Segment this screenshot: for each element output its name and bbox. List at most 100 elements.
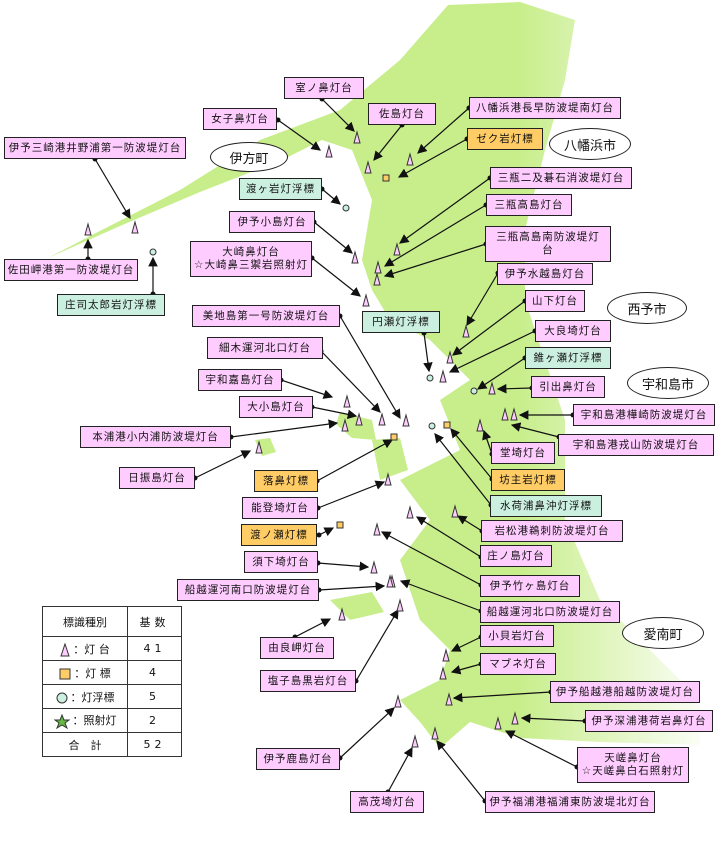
aid-markers <box>84 130 519 748</box>
town-ainan: 愛南町 <box>622 617 704 649</box>
label-text: 堂埼灯台 <box>500 446 546 459</box>
label-lighthouse: 佐田岬港第一防波堤灯台 <box>4 259 138 281</box>
label-lighthouse: 由良岬灯台 <box>260 637 334 659</box>
leader-line <box>318 581 386 592</box>
label-text: マブネ灯台 <box>489 657 547 670</box>
lighthouse-icon <box>351 250 359 264</box>
town-uwajima: 宇和島市 <box>627 367 709 399</box>
label-lighthouse: マブネ灯台 <box>480 653 556 675</box>
lighthouse-icon <box>394 694 402 708</box>
label-text: 伊予水越島灯台 <box>504 267 586 280</box>
town-ikata: 伊方町 <box>210 142 288 172</box>
lighthouse-icon <box>402 413 410 427</box>
leader-line <box>294 618 332 638</box>
label-lighthouse: 女子鼻灯台 <box>203 108 277 130</box>
lighthouse-icon <box>373 522 381 536</box>
leader-line <box>277 119 321 151</box>
leader-line <box>452 300 526 356</box>
label-text: 三瓶高島南防波堤灯 <box>496 231 600 243</box>
label-lighthouse: 伊予深浦港荷岩鼻灯台 <box>585 710 713 732</box>
label-beacon: ゼク岩灯標 <box>467 128 543 150</box>
label-text: 渡ヶ岩灯浮標 <box>246 182 315 195</box>
legend-count: 5 <box>127 684 182 709</box>
label-text: 伊予竹ヶ島灯台 <box>489 579 571 592</box>
label-text-line2: ☆天嵯鼻白石照射灯 <box>581 765 685 777</box>
lighthouse-icon <box>393 242 401 256</box>
leader-line <box>482 429 493 455</box>
label-lighthouse: 堂埼灯台 <box>491 442 555 464</box>
legend-total-label: 合 計 <box>42 732 128 757</box>
label-text: 山下灯台 <box>532 294 578 307</box>
leader-line <box>280 379 334 399</box>
lighthouse-icon <box>378 412 386 426</box>
leader-line <box>383 204 487 267</box>
leader-dot <box>316 532 322 538</box>
label-text: 円瀬灯浮標 <box>372 315 430 328</box>
label-text: 宇和島港樺崎防波堤灯台 <box>580 408 708 421</box>
leader-line <box>383 243 487 279</box>
label-text: 大小島灯台 <box>247 400 305 413</box>
legend-header-count: 基数 <box>127 606 182 637</box>
label-text: 岩松港鵜刺防波堤灯台 <box>494 524 610 537</box>
beacon-icon <box>59 668 71 679</box>
leader-line <box>399 579 482 612</box>
leader-line <box>380 531 482 586</box>
label-text: 女子鼻灯台 <box>211 112 269 125</box>
lighthouse-icon <box>353 130 361 144</box>
label-lighthouse: 伊予竹ヶ島灯台 <box>480 575 580 597</box>
legend-label: ：灯 台 <box>73 642 110 656</box>
leader-line <box>339 707 395 759</box>
leader-line <box>476 357 526 390</box>
lighthouse-icon <box>501 407 509 421</box>
lighthouse-icon <box>338 607 346 621</box>
leader-line <box>316 439 394 482</box>
lighthouse-icon <box>511 711 519 725</box>
leader-line <box>434 433 492 506</box>
label-lighthouse: 須下埼灯台 <box>244 551 318 573</box>
label-text: 船越運河北口防波堤灯台 <box>486 605 614 618</box>
label-buoy: 錐ヶ瀬灯浮標 <box>525 347 611 369</box>
lighthouse-icon <box>396 598 404 612</box>
lighthouse-icon <box>488 381 496 395</box>
label-text: 美地島第一号防波堤灯台 <box>202 309 330 322</box>
label-text: 本浦港小内浦防波堤灯台 <box>92 430 219 443</box>
lighthouse-icon <box>255 440 263 454</box>
label-lighthouse: 美地島第一号防波堤灯台 <box>192 305 340 327</box>
label-lighthouse: 宇和島港戎山防波堤灯台 <box>558 434 714 456</box>
label-beacon: 落鼻灯標 <box>254 470 318 492</box>
lighthouse-icon <box>386 574 394 588</box>
label-lighthouse: 三瓶高島南防波堤灯台 <box>485 226 611 262</box>
label-text: 三瓶高島灯台 <box>494 198 564 211</box>
leader-line <box>94 158 131 220</box>
label-lighthouse: 大良埼灯台 <box>535 320 611 342</box>
buoy-icon <box>56 692 67 703</box>
label-text: 伊予船越港船越防波堤灯台 <box>556 685 694 698</box>
label-text: 須下埼灯台 <box>252 555 310 568</box>
lighthouse-icon <box>370 560 378 574</box>
label-text: 宇和島港戎山防波堤灯台 <box>572 438 700 451</box>
label-lighthouse: 伊予鹿島灯台 <box>256 748 340 770</box>
beacon-icon <box>336 521 344 529</box>
leader-line <box>339 315 401 420</box>
leader-line <box>448 330 536 373</box>
lighthouse-icon <box>411 734 419 748</box>
lighthouse-icon <box>325 144 333 158</box>
legend-count: 4 <box>127 660 182 685</box>
label-text: 宇和嘉島灯台 <box>205 373 275 386</box>
label-text: 錐ヶ瀬灯浮標 <box>533 351 603 364</box>
label-lighthouse: 佐島灯台 <box>368 103 436 125</box>
label-lighthouse: 三瓶二及碁石消波堤灯台 <box>490 167 632 189</box>
label-text: 伊予鹿島灯台 <box>263 752 333 765</box>
label-lighthouse: 船越運河南口防波堤灯台 <box>177 579 319 601</box>
label-beacon: 坊主岩灯標 <box>491 469 565 491</box>
legend-label: ：灯浮標 <box>70 690 115 704</box>
label-lighthouse: 伊予小島灯台 <box>229 211 315 233</box>
lighthouse-icon <box>364 160 372 174</box>
lighthouse-icon <box>494 716 502 730</box>
town-seiyo: 西予市 <box>607 292 687 324</box>
lighthouse-icon <box>84 222 92 236</box>
label-text: 大崎鼻灯台 <box>222 246 280 258</box>
